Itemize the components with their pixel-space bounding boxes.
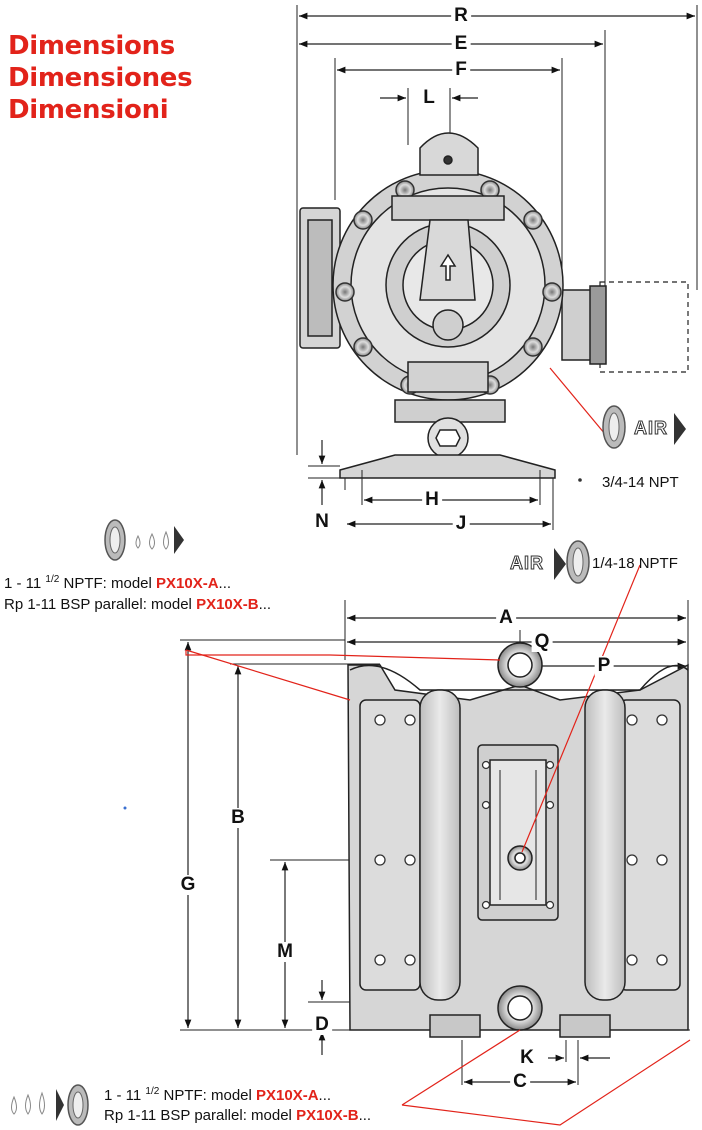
dim-label-p: P — [594, 656, 614, 676]
fluid-outlet-line-1: 1 - 11 1/2 NPTF: model PX10X-A... — [4, 574, 232, 592]
air-inlet-icon-text: AIR — [634, 418, 668, 439]
dim-label-m: M — [274, 942, 296, 962]
title-line-2: Dimensiones — [8, 63, 193, 93]
dim-label-k: K — [517, 1048, 537, 1068]
dim-label-n: N — [312, 512, 332, 532]
air-exhaust-thread: 1/4-18 NPTF — [592, 555, 678, 572]
title-line-1: Dimensions — [8, 31, 175, 61]
air-inlet-thread: 3/4-14 NPT — [602, 474, 679, 491]
air-exhaust-icon-text: AIR — [510, 553, 544, 574]
dim-label-j: J — [452, 514, 470, 534]
fluid-inlet-icon — [11, 1084, 89, 1126]
dim-label-h: H — [422, 490, 442, 510]
fluid-inlet-line-2: Rp 1-11 BSP parallel: model PX10X-B... — [104, 1107, 372, 1124]
dim-label-g: G — [177, 875, 199, 895]
dim-label-f: F — [452, 60, 470, 80]
air-exhaust-icon — [554, 540, 590, 584]
air-inlet-icon — [602, 405, 686, 449]
dim-label-a: A — [496, 608, 516, 628]
dim-label-l: L — [420, 88, 438, 108]
dim-label-c: C — [510, 1072, 530, 1092]
dim-label-r: R — [451, 6, 471, 26]
dim-label-d: D — [312, 1015, 332, 1035]
fluid-outlet-icon — [104, 519, 184, 561]
dim-label-b: B — [228, 808, 248, 828]
front-view — [180, 564, 691, 1126]
title-line-3: Dimensioni — [8, 95, 169, 125]
fluid-outlet-line-2: Rp 1-11 BSP parallel: model PX10X-B... — [4, 596, 272, 613]
side-view — [296, 5, 698, 530]
dim-label-q: Q — [531, 632, 553, 652]
dim-label-e: E — [451, 34, 471, 54]
fluid-inlet-line-1: 1 - 11 1/2 NPTF: model PX10X-A... — [104, 1086, 332, 1104]
